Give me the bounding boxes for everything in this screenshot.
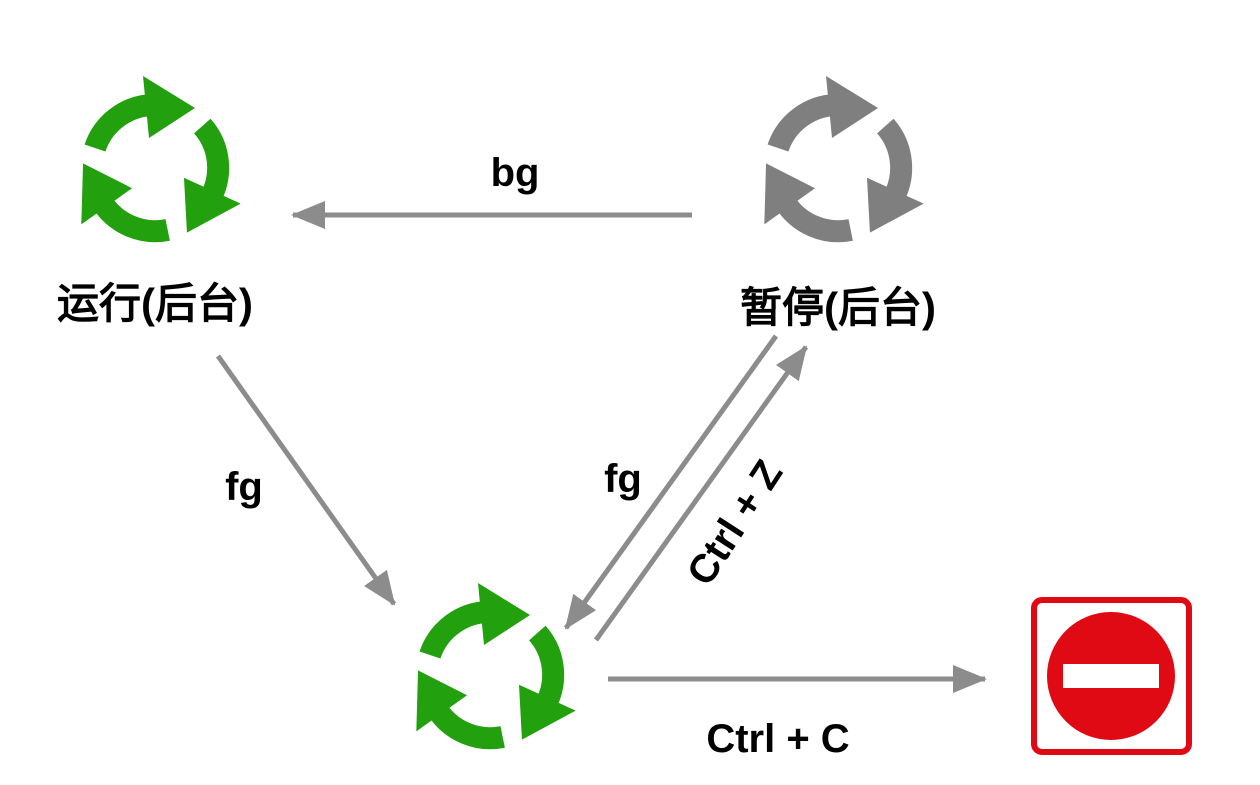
no-entry-icon xyxy=(1031,597,1192,755)
edge-label-bg: bg xyxy=(491,151,540,195)
node-label-stopped-background: 暂停(后台) xyxy=(740,284,936,331)
edge-label-fg-right: fg xyxy=(604,457,642,501)
edge-bg: bg xyxy=(291,151,692,229)
edge-ctrl-c: Ctrl + C xyxy=(608,665,987,761)
cycle-arrows-icon xyxy=(55,76,264,266)
node-terminated xyxy=(1031,597,1192,755)
edge-label-fg-left: fg xyxy=(225,465,263,509)
arrow xyxy=(593,345,809,642)
node-label-running-background: 运行(后台) xyxy=(57,280,253,327)
node-stopped-background: 暂停(后台) xyxy=(738,76,947,331)
edge-label-ctrl-c: Ctrl + C xyxy=(706,717,849,761)
cycle-arrows-icon xyxy=(738,76,947,266)
arrow xyxy=(563,334,779,630)
edge-fg-left: fg xyxy=(215,354,397,606)
cycle-arrows-icon xyxy=(390,583,599,773)
node-running-background: 运行(后台) xyxy=(55,76,264,327)
edge-fg-right: fg xyxy=(563,334,779,630)
arrow xyxy=(215,354,397,606)
node-foreground xyxy=(390,583,599,773)
edge-label-ctrl-z: Ctrl + Z xyxy=(679,453,792,593)
